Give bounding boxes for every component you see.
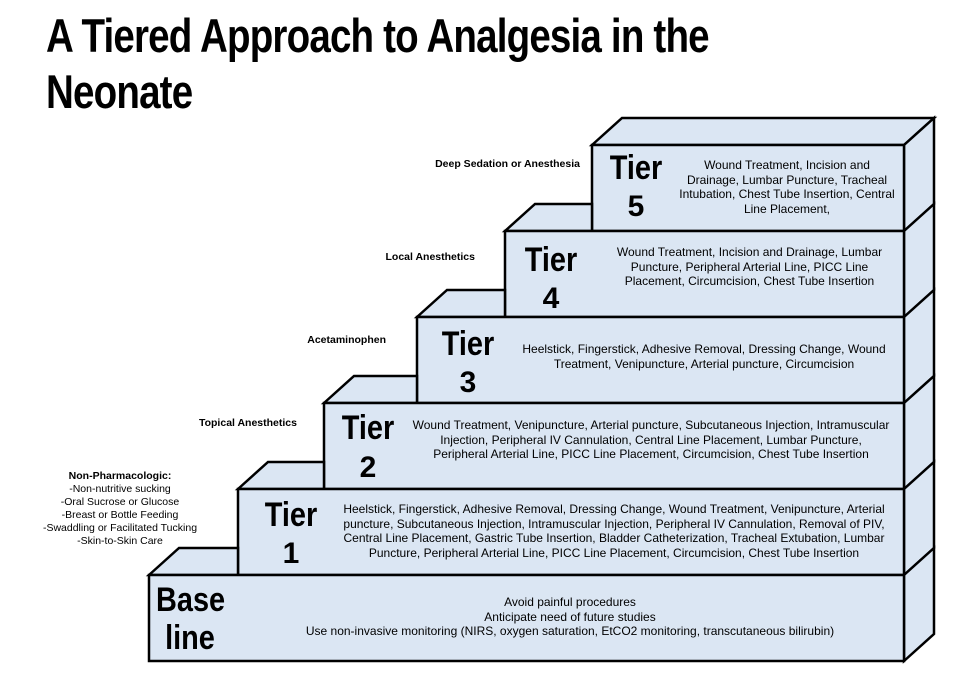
tier-1-number: 1 bbox=[282, 537, 300, 570]
tier-2-procedures: Wound Treatment, Venipuncture, Arterial … bbox=[412, 418, 890, 461]
tier-1-top bbox=[234, 460, 326, 491]
tier-5-procedures: Wound Treatment, Incision and Drainage, … bbox=[679, 158, 895, 216]
baseline-line-3: Use non-invasive monitoring (NIRS, oxyge… bbox=[305, 624, 835, 638]
page-title: A Tiered Approach to Analgesia in the Ne… bbox=[46, 9, 710, 118]
tier-3-label: Acetaminophen bbox=[307, 334, 386, 346]
tier-1-procedures: Heelstick, Fingerstick, Adhesive Removal… bbox=[343, 502, 885, 560]
tier-5-word: Tier bbox=[609, 149, 663, 187]
tier-2-label: Topical Anesthetics bbox=[198, 417, 297, 429]
tier-4-block bbox=[503, 229, 906, 319]
tier-4-procedures: Wound Treatment, Incision and Drainage, … bbox=[616, 245, 883, 288]
list-item: -Breast or Bottle Feeding bbox=[61, 509, 179, 521]
baseline-heading-1: Base bbox=[156, 581, 226, 619]
tier-4-label: Local Anesthetics bbox=[385, 251, 475, 263]
tier-5-block bbox=[590, 143, 906, 233]
non-pharmacologic-list: Non-Pharmacologic: -Non-nutritive suckin… bbox=[30, 470, 210, 548]
tier-5-top bbox=[588, 116, 938, 147]
tier-2-top bbox=[320, 374, 419, 405]
tier-3-procedures: Heelstick, Fingerstick, Adhesive Removal… bbox=[522, 342, 886, 371]
baseline-top bbox=[145, 546, 240, 577]
tier-4-word: Tier bbox=[524, 241, 578, 279]
list-item: -Oral Sucrose or Glucose bbox=[60, 496, 180, 508]
tier-3-block bbox=[415, 315, 906, 405]
tier-1-label: Non-Pharmacologic: bbox=[68, 470, 172, 482]
baseline-line-2: Anticipate need of future studies bbox=[484, 609, 656, 624]
list-item: -Swaddling or Facilitated Tucking bbox=[42, 522, 198, 534]
baseline-block bbox=[147, 573, 906, 663]
tier-2-number: 2 bbox=[359, 451, 377, 484]
tier-2-word: Tier bbox=[341, 409, 395, 447]
tier-5-label: Deep Sedation or Anesthesia bbox=[435, 158, 580, 170]
tier-3-word: Tier bbox=[441, 325, 495, 363]
tier-2-block bbox=[322, 401, 906, 491]
tier-5-number: 5 bbox=[627, 190, 645, 223]
list-item: -Skin-to-Skin Care bbox=[77, 535, 163, 547]
tier-1-word: Tier bbox=[264, 496, 318, 534]
tier-4-number: 4 bbox=[542, 282, 560, 315]
tier-4-top bbox=[501, 202, 594, 233]
tier-3-number: 3 bbox=[459, 366, 477, 399]
tier-1-block bbox=[236, 487, 906, 577]
list-item: -Non-nutritive sucking bbox=[69, 483, 171, 495]
baseline-heading-2: line bbox=[165, 619, 215, 657]
baseline-line-1: Avoid painful procedures bbox=[504, 595, 636, 609]
tier-3-top bbox=[413, 288, 507, 319]
